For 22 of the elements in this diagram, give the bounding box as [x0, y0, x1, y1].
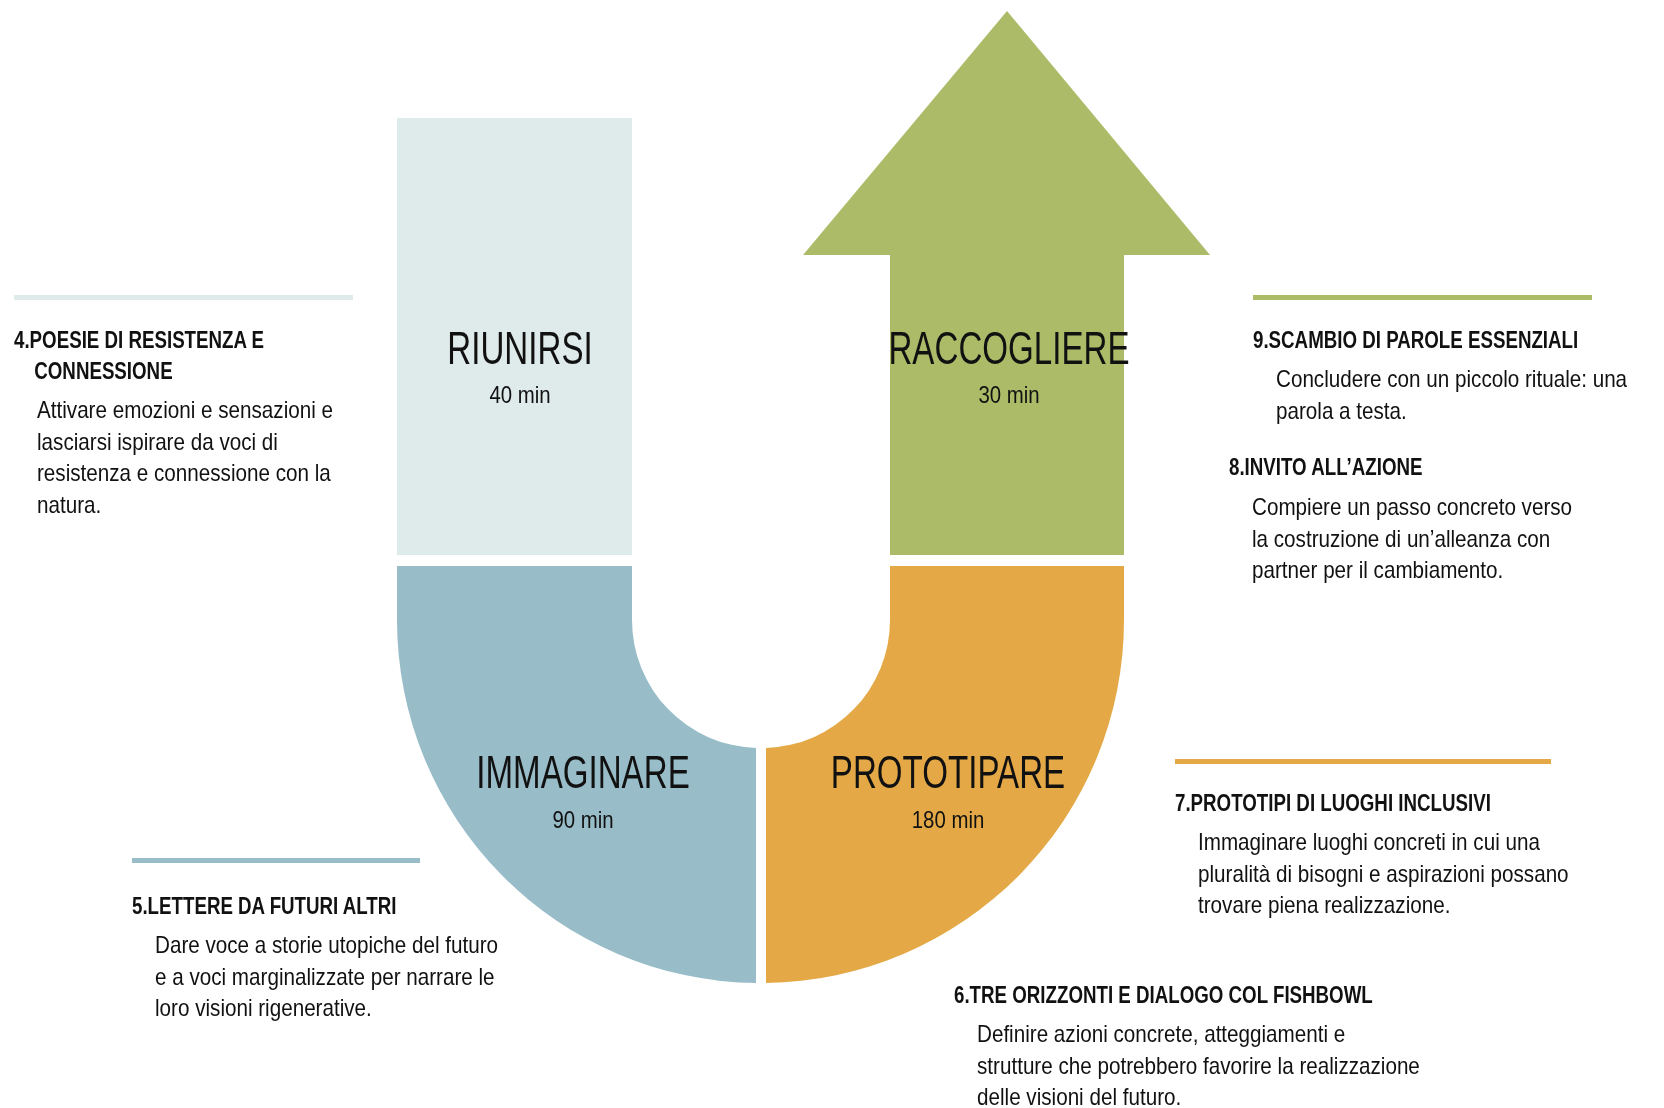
activity-heading: 6.TRE ORIZZONTI E DIALOGO COL FISHBOWL	[954, 980, 1374, 1010]
stage-title: IMMAGINARE	[476, 746, 690, 798]
activity-heading: 8.INVITO ALL’AZIONE	[1229, 452, 1424, 482]
activity-heading: 7.PROTOTIPI DI LUOGHI INCLUSIVI	[1175, 788, 1492, 818]
duration-text: 90 min	[552, 806, 614, 834]
description-text: Dare voce a storie utopiche del futuro e a voci marginalizzate per narrare le loro visioni rigenerative.	[155, 930, 500, 1023]
stage-title: RIUNIRSI	[447, 322, 593, 374]
description-text: Definire azioni concrete, atteggiamenti e strutture che potrebbero favorire la realizzazione delle visioni del futuro.	[977, 1019, 1420, 1108]
activity-heading: 5.LETTERE DA FUTURI ALTRI	[132, 891, 398, 921]
activity-heading: 9.SCAMBIO DI PAROLE ESSENZIALI	[1253, 325, 1580, 355]
activity-heading: 4.POESIE DI RESISTENZA E CONNESSIONE	[14, 325, 265, 386]
duration-text: 180 min	[911, 806, 985, 834]
stage-block	[397, 118, 632, 555]
description-text: Immaginare luoghi concreti in cui una pluralità di bisogni e aspirazioni possano trovare piena realizzazione.	[1198, 827, 1570, 920]
up-arrow-block	[803, 11, 1210, 555]
curved-segment	[766, 566, 1124, 983]
description-text: Concludere con un piccolo rituale: una parola a testa.	[1276, 364, 1629, 426]
duration-text: 30 min	[978, 381, 1040, 409]
stage-title: PROTOTIPARE	[830, 746, 1066, 798]
description-text: Attivare emozioni e sensazioni e lasciarsi ispirare da voci di resistenza e connessione con la natura.	[37, 395, 334, 520]
duration-text: 40 min	[489, 381, 551, 409]
description-text: Compiere un passo concreto verso la costruzione di un’alleanza con partner per il cambiamento.	[1252, 492, 1574, 585]
